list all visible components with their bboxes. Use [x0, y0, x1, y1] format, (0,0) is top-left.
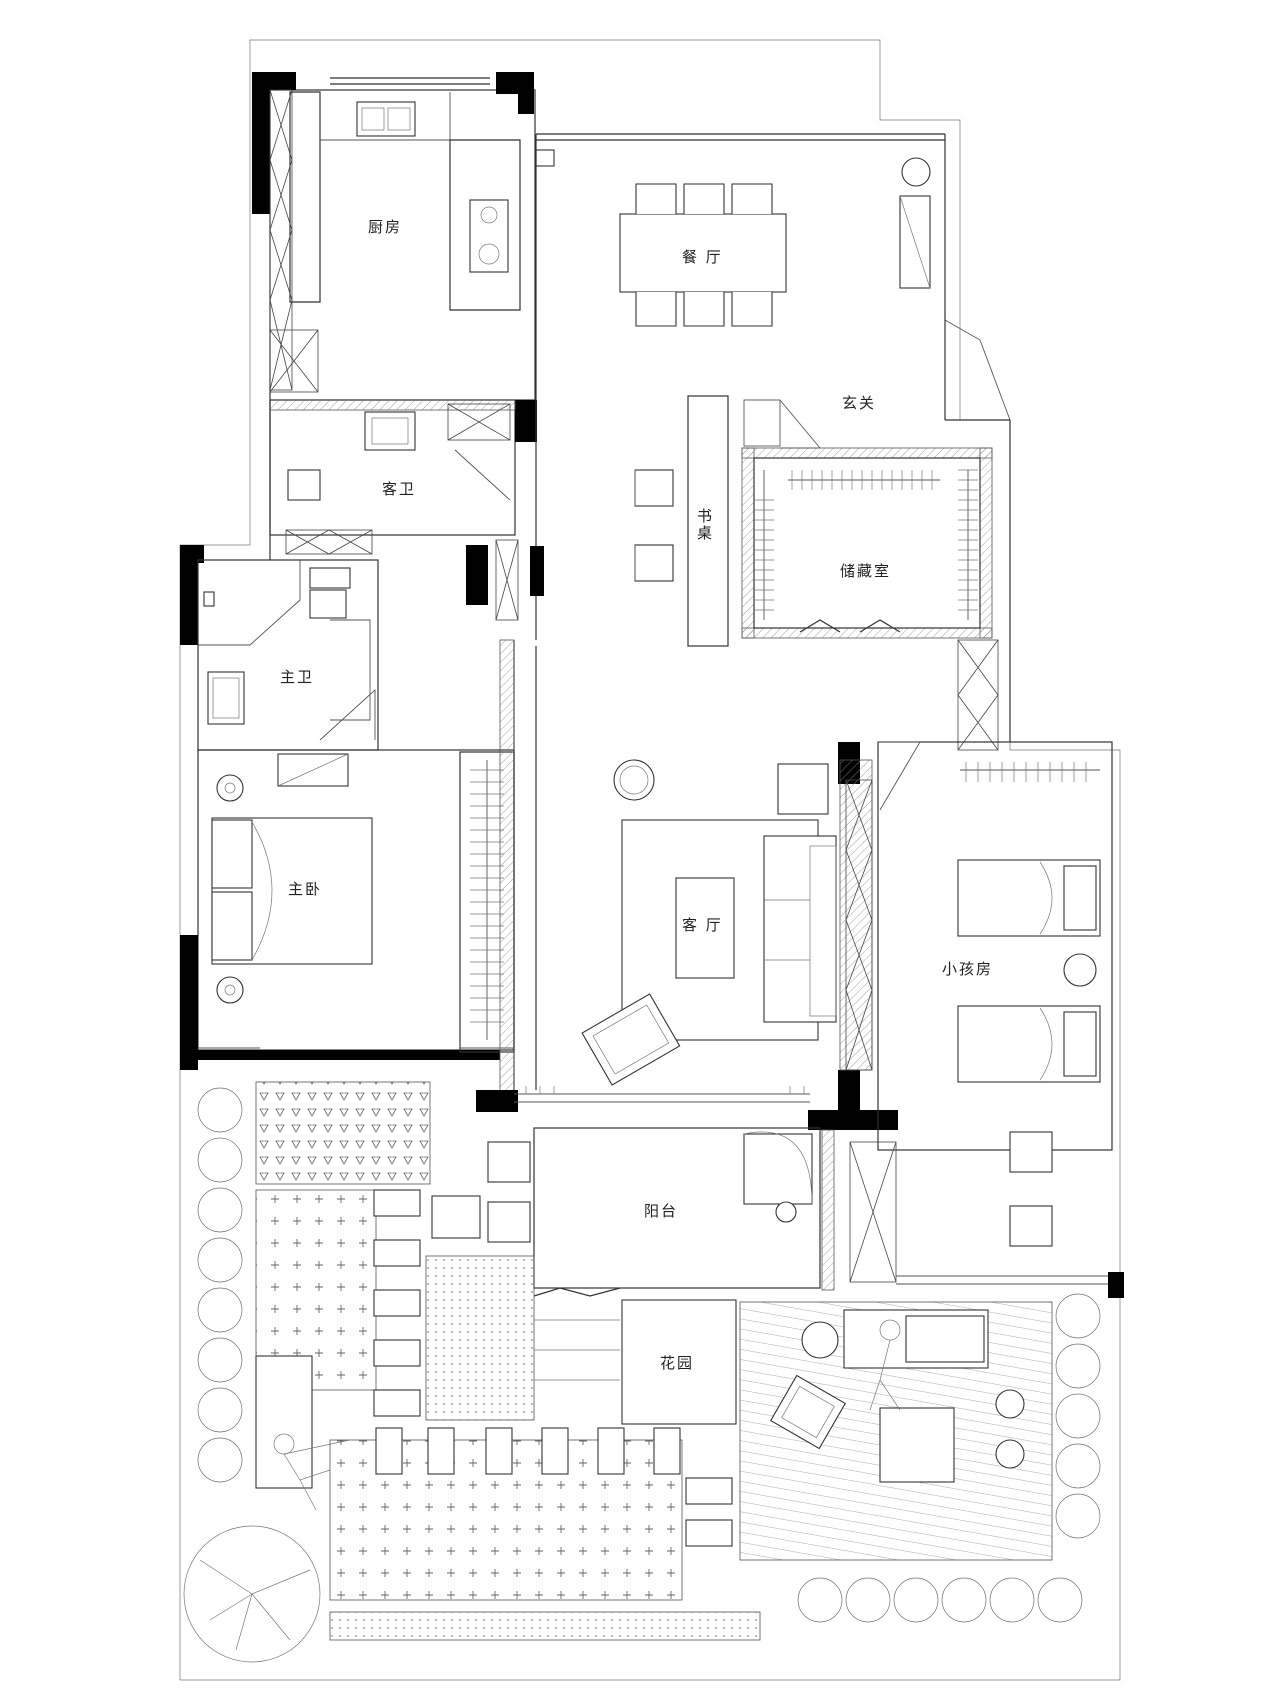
room-label-kids-room: 小孩房 [942, 960, 994, 978]
room-label-desk: 书桌 [695, 508, 713, 542]
room-label-balcony: 阳台 [644, 1202, 679, 1220]
room-label-kitchen: 厨房 [368, 218, 403, 236]
garden-area [183, 1081, 1101, 1663]
kids-room-area [808, 741, 1124, 1298]
room-label-master-bedroom: 主卧 [288, 880, 323, 898]
room-label-guest-bath: 客卫 [382, 480, 417, 498]
room-label-living-room: 客 厅 [682, 916, 723, 934]
room-label-storage: 储藏室 [840, 562, 892, 580]
guest-bath-area [269, 399, 537, 555]
room-label-dining: 餐 厅 [682, 248, 723, 266]
master-bedroom-area [180, 749, 515, 1070]
room-label-master-bath: 主卫 [280, 668, 315, 686]
structural-walls [269, 134, 1011, 1090]
balcony-area [431, 1127, 1108, 1297]
living-room-area [476, 639, 837, 1112]
master-bath-area [180, 539, 519, 751]
kitchen-area [252, 72, 536, 401]
room-label-foyer: 玄关 [842, 394, 877, 412]
room-label-garden: 花园 [660, 1354, 695, 1372]
dining-area [535, 133, 1011, 421]
desk-storage-area [634, 395, 999, 751]
